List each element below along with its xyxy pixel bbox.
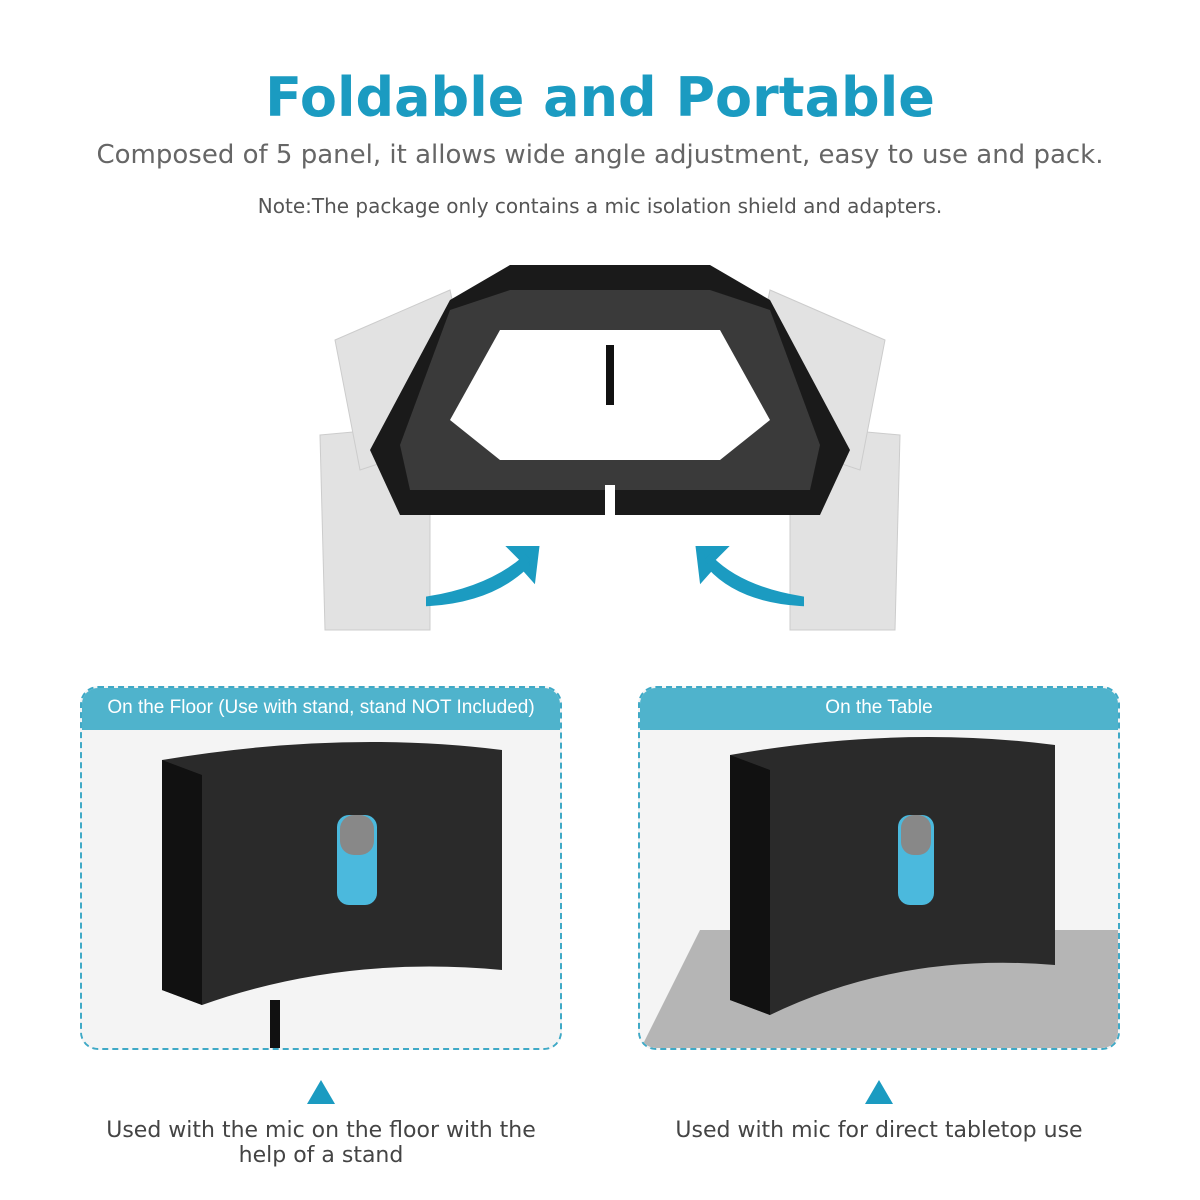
pointer-triangle-icon [865,1080,893,1104]
arrow-left-icon [426,546,540,607]
floor-caption: Used with the mic on the floor with the … [106,1118,536,1168]
pointer-triangle-icon [307,1080,335,1104]
table-shield-image [640,730,1118,1048]
table-usage-panel: On the Table [638,686,1120,1050]
arrow-right-icon [695,546,804,607]
table-tab-label: On the Table [640,688,1118,730]
package-note: Note:The package only contains a mic iso… [257,194,943,218]
page-title: Foldable and Portable [265,66,935,129]
folded-shield-illustration [319,265,901,631]
table-caption: Used with mic for direct tabletop use [675,1118,1083,1143]
floor-tab-label: On the Floor (Use with stand, stand NOT … [82,688,560,730]
subtitle: Composed of 5 panel, it allows wide angl… [96,140,1104,170]
floor-usage-panel: On the Floor (Use with stand, stand NOT … [80,686,562,1050]
floor-shield-image [82,730,560,1048]
